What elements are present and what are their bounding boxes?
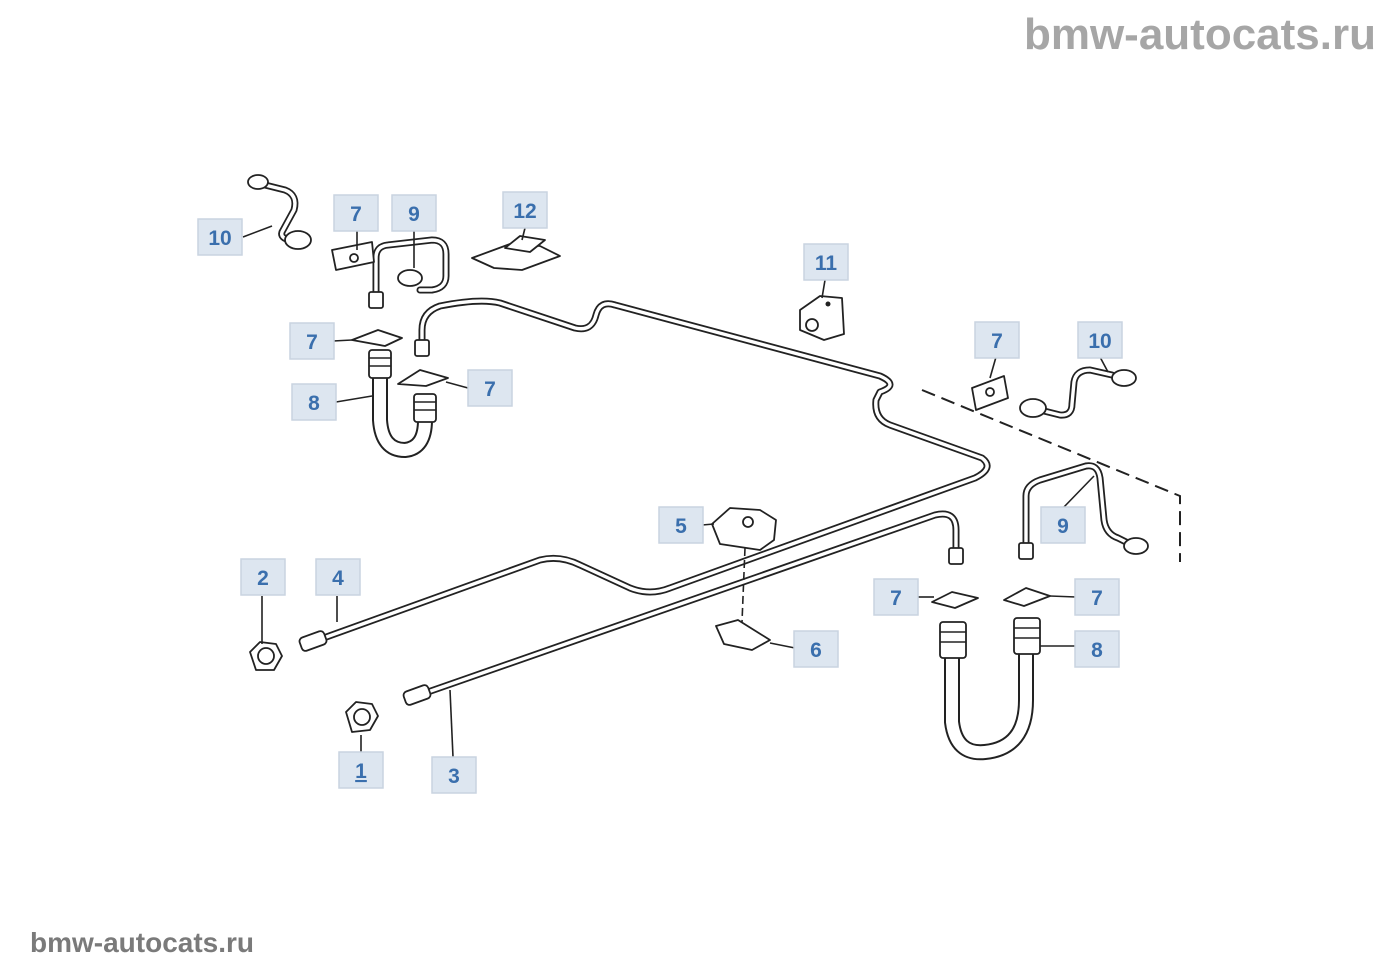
svg-text:8: 8: [308, 392, 320, 415]
callout-11[interactable]: 11: [803, 243, 849, 281]
callout-8-left[interactable]: 8: [291, 383, 337, 421]
svg-text:7: 7: [991, 330, 1003, 353]
svg-text:1: 1: [355, 760, 367, 783]
pipes: [261, 181, 1134, 697]
callout-9-left[interactable]: 9: [391, 194, 437, 232]
callout-9-right[interactable]: 9: [1040, 506, 1086, 544]
callout-8-right[interactable]: 8: [1074, 630, 1120, 668]
leader-lines: [242, 225, 1109, 758]
callout-5[interactable]: 5: [658, 506, 704, 544]
svg-text:7: 7: [306, 331, 318, 354]
svg-text:5: 5: [675, 515, 687, 538]
svg-text:10: 10: [208, 227, 231, 250]
svg-text:9: 9: [1057, 515, 1069, 538]
svg-text:6: 6: [810, 639, 822, 662]
svg-text:4: 4: [332, 567, 344, 590]
callout-7-right-a[interactable]: 7: [873, 578, 919, 616]
callout-2[interactable]: 2: [240, 558, 286, 596]
watermark-top: bmw-autocats.ru: [1023, 10, 1376, 59]
watermark-bottom: bmw-autocats.ru: [30, 927, 255, 958]
callout-10-left[interactable]: 10: [197, 218, 243, 256]
svg-text:9: 9: [408, 203, 420, 226]
brake-hoses: [372, 370, 1034, 761]
callout-6[interactable]: 6: [793, 630, 839, 668]
svg-text:8: 8: [1091, 639, 1103, 662]
callout-7-left-a[interactable]: 7: [289, 322, 335, 360]
callout-1[interactable]: 1: [338, 751, 384, 789]
callout-3[interactable]: 3: [431, 756, 477, 794]
callout-7-top-left[interactable]: 7: [333, 194, 379, 232]
svg-text:11: 11: [815, 252, 838, 275]
svg-text:10: 10: [1088, 330, 1111, 353]
dashed-guide-line: [921, 389, 1181, 562]
svg-text:7: 7: [1091, 587, 1103, 610]
callout-7-right-b[interactable]: 7: [1074, 578, 1120, 616]
callout-7-top-right[interactable]: 7: [974, 321, 1020, 359]
fittings: [247, 174, 1149, 733]
svg-text:7: 7: [890, 587, 902, 610]
callout-12[interactable]: 12: [502, 191, 548, 229]
callout-7-left-b[interactable]: 7: [467, 369, 513, 407]
svg-text:7: 7: [350, 203, 362, 226]
svg-text:3: 3: [448, 765, 460, 788]
svg-text:12: 12: [513, 200, 536, 223]
svg-text:2: 2: [257, 567, 269, 590]
callout-4[interactable]: 4: [315, 558, 361, 596]
svg-text:7: 7: [484, 378, 496, 401]
callout-10-right[interactable]: 10: [1077, 321, 1123, 359]
